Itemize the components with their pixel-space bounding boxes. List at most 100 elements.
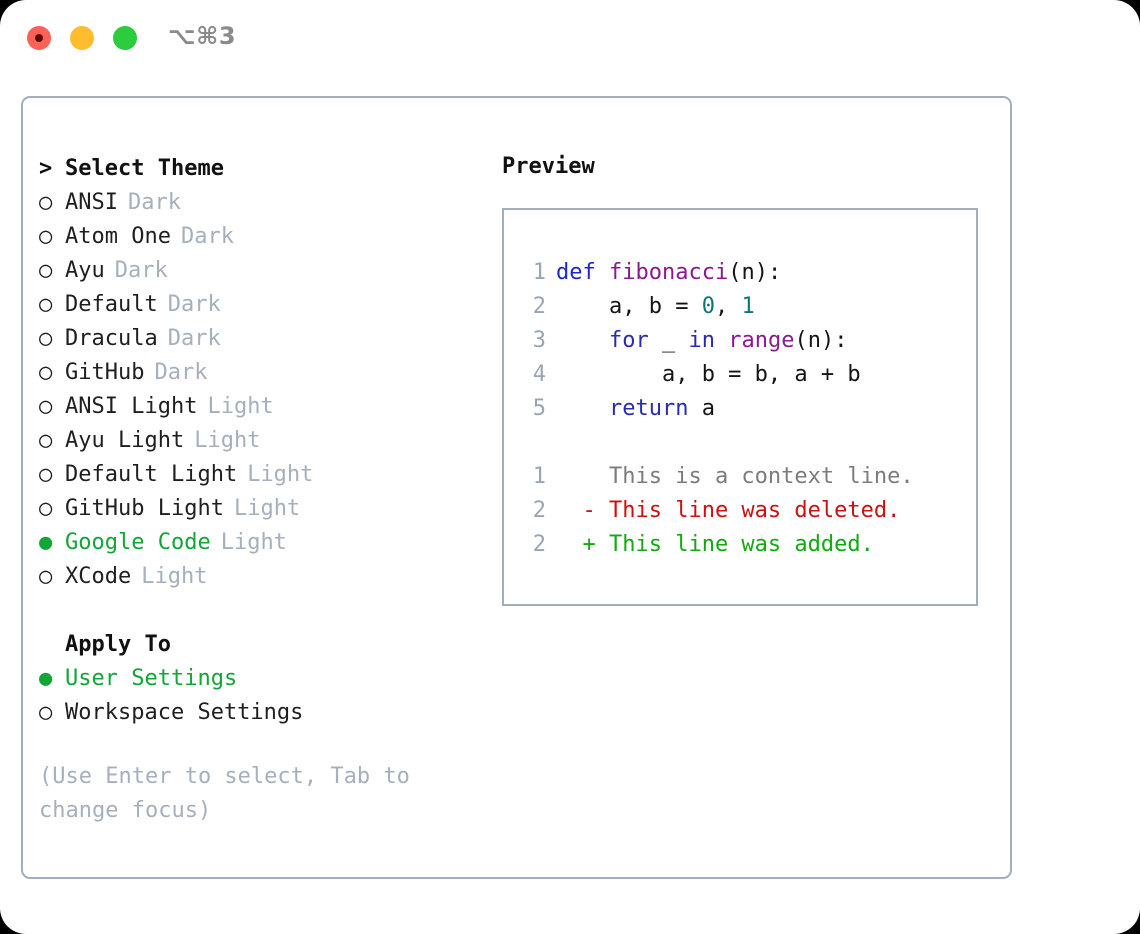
diff-sample: 1 This is a context line. 2 - This line w… xyxy=(520,460,914,562)
radio-unselected-icon[interactable]: ○ xyxy=(39,326,53,351)
code-line-number: 3 xyxy=(532,328,546,353)
radio-selected-icon[interactable]: ● xyxy=(39,666,53,691)
theme-option[interactable]: ○ ANSI Dark xyxy=(39,186,489,220)
theme-option-label: ANSI Light xyxy=(65,394,198,419)
theme-option[interactable]: ○ Ayu Light Light xyxy=(39,424,489,458)
theme-option-tag: Light xyxy=(141,564,208,589)
theme-option-label: Dracula xyxy=(65,326,158,351)
code-line-text: for _ in range(n): xyxy=(556,324,847,358)
apply-to-indent: ○ xyxy=(39,628,65,662)
theme-option[interactable]: ○ GitHub Light Light xyxy=(39,492,489,526)
window-title-shortcut: ⌥⌘3 xyxy=(168,22,237,50)
radio-unselected-icon[interactable]: ○ xyxy=(39,190,53,215)
apply-to-option-label: User Settings xyxy=(65,666,238,691)
code-token: fibonacci xyxy=(609,260,729,285)
preview-title: Preview xyxy=(502,154,595,179)
theme-picker-header: > Select Theme xyxy=(39,152,489,186)
code-line-text: a, b = b, a + b xyxy=(556,358,861,392)
code-line-text: return a xyxy=(556,392,715,426)
theme-option-tag: Dark xyxy=(127,190,181,215)
theme-option-label: Default xyxy=(65,292,158,317)
radio-unselected-icon[interactable]: ○ xyxy=(39,258,53,283)
theme-option-tag: Dark xyxy=(180,224,234,249)
minimize-button[interactable] xyxy=(70,26,94,50)
diff-line-text: - This line was deleted. xyxy=(556,498,901,523)
diff-line-number: 1 xyxy=(532,464,546,489)
theme-option-label: Atom One xyxy=(65,224,171,249)
code-line: 2 a, b = 0, 1 xyxy=(520,290,861,324)
theme-option-label: ANSI xyxy=(65,190,118,215)
window-controls xyxy=(27,26,137,50)
code-token: a, b = b, a + b xyxy=(556,362,861,387)
apply-to-option[interactable]: ○Workspace Settings xyxy=(39,696,489,730)
code-line: 3 for _ in range(n): xyxy=(520,324,861,358)
code-line-number: 2 xyxy=(532,294,546,319)
radio-unselected-icon[interactable]: ○ xyxy=(39,428,53,453)
radio-unselected-icon[interactable]: ○ xyxy=(39,360,53,385)
apply-to-list: ● User Settings ○Workspace Settings xyxy=(39,662,489,730)
code-token: def xyxy=(556,260,596,285)
theme-option-tag: Dark xyxy=(167,292,221,317)
maximize-button[interactable] xyxy=(113,26,137,50)
code-token: 1 xyxy=(741,294,755,319)
theme-option[interactable]: ○ XCode Light xyxy=(39,560,489,594)
code-line: 5 return a xyxy=(520,392,861,426)
radio-unselected-icon[interactable]: ○ xyxy=(39,700,53,725)
theme-option-label: XCode xyxy=(65,564,132,589)
code-token: return xyxy=(608,396,689,421)
radio-unselected-icon[interactable]: ○ xyxy=(39,462,53,487)
theme-option[interactable]: ○ Ayu Dark xyxy=(39,254,489,288)
code-token: _ xyxy=(648,328,689,353)
list-spacer xyxy=(39,594,489,628)
code-token: range xyxy=(728,328,795,353)
theme-option-label: Ayu xyxy=(65,258,105,283)
code-token: 0 xyxy=(701,294,715,319)
theme-picker-title: Select Theme xyxy=(65,156,224,181)
code-token: (n): xyxy=(728,260,782,285)
code-token: in xyxy=(688,328,715,353)
diff-line-text: This is a context line. xyxy=(556,464,914,489)
radio-selected-icon[interactable]: ● xyxy=(39,530,53,555)
theme-option-tag: Light xyxy=(194,428,261,453)
radio-unselected-icon[interactable]: ○ xyxy=(39,496,53,521)
radio-unselected-icon[interactable]: ○ xyxy=(39,394,53,419)
radio-unselected-icon[interactable]: ○ xyxy=(39,224,53,249)
code-token: , xyxy=(714,294,742,319)
theme-option-tag: Dark xyxy=(167,326,221,351)
theme-option[interactable]: ○ Atom One Dark xyxy=(39,220,489,254)
apply-to-header: ○ Apply To xyxy=(39,628,489,662)
prompt-caret-icon: > xyxy=(39,156,53,181)
code-line-text: def fibonacci(n): xyxy=(556,256,781,290)
close-button[interactable] xyxy=(27,26,51,50)
radio-unselected-icon[interactable]: ○ xyxy=(39,292,53,317)
code-line-number: 5 xyxy=(532,396,546,421)
code-token xyxy=(556,328,609,353)
code-line: 1 def fibonacci(n): xyxy=(520,256,861,290)
theme-option-label: Google Code xyxy=(65,530,211,555)
code-token: (n): xyxy=(794,328,848,353)
theme-option-label: GitHub Light xyxy=(65,496,224,521)
theme-option[interactable]: ● Google Code Light xyxy=(39,526,489,560)
theme-option-tag: Dark xyxy=(114,258,168,283)
diff-line-number: 2 xyxy=(532,498,546,523)
theme-option-tag: Light xyxy=(220,530,287,555)
code-token xyxy=(596,260,609,285)
diff-line-text: + This line was added. xyxy=(556,532,874,557)
code-line-number: 1 xyxy=(532,260,546,285)
theme-option[interactable]: ○ Dracula Dark xyxy=(39,322,489,356)
theme-option-tag: Light xyxy=(233,496,301,521)
theme-option[interactable]: ○ Default Dark xyxy=(39,288,489,322)
theme-option-label: Ayu Light xyxy=(65,428,185,453)
theme-option-tag: Dark xyxy=(154,360,208,385)
apply-to-option[interactable]: ● User Settings xyxy=(39,662,489,696)
code-line-number: 4 xyxy=(532,362,546,387)
radio-unselected-icon[interactable]: ○ xyxy=(39,564,53,589)
